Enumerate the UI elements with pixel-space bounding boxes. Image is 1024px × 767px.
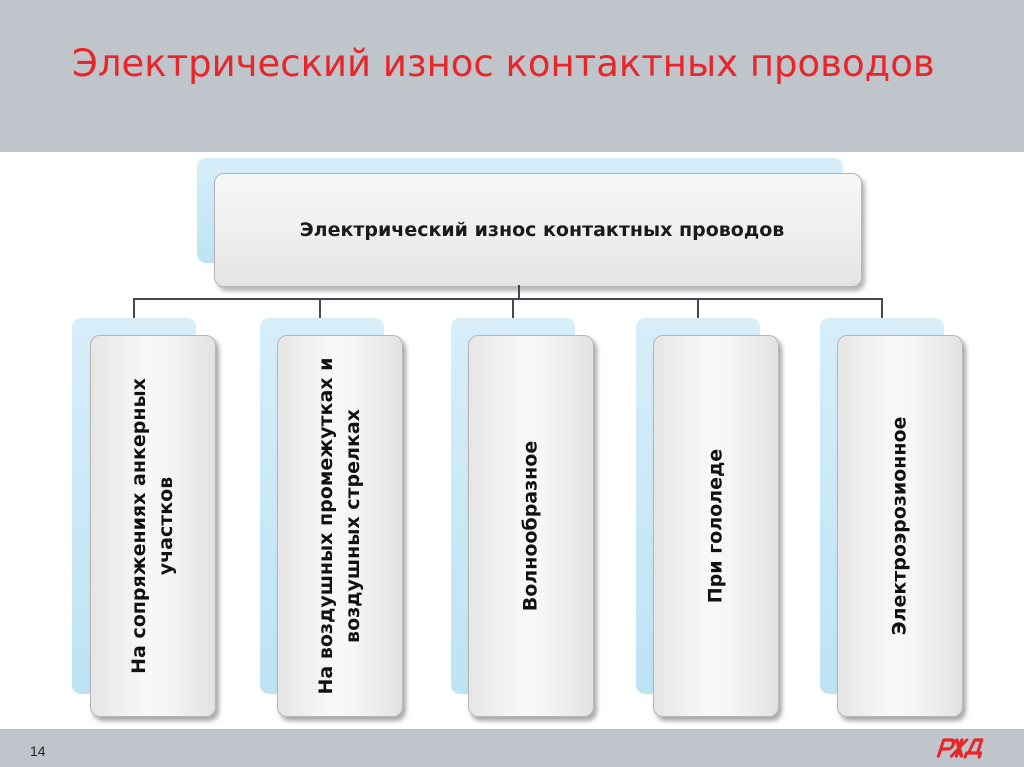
rzd-logo-icon	[936, 738, 984, 759]
connector-4	[697, 298, 699, 318]
child-node-label: На сопряжениях анкерных участков	[128, 378, 177, 674]
branch-line	[133, 298, 883, 300]
page-number: 14	[30, 743, 46, 759]
root-connector	[518, 285, 520, 299]
child-node-air-gaps: На воздушных промежутках и воздушных стр…	[277, 335, 403, 717]
root-node-label: Электрический износ контактных проводов	[299, 218, 785, 241]
slide-title: Электрический износ контактных проводов	[72, 42, 935, 85]
child-node-label: При гололеде	[704, 448, 727, 604]
child-node-anchor-junctions: На сопряжениях анкерных участков	[90, 335, 216, 717]
connector-2	[319, 298, 321, 318]
header-band	[0, 0, 1024, 152]
child-node-wave: Волнообразное	[468, 335, 594, 717]
footer-band	[0, 729, 1024, 767]
child-node-label: На воздушных промежутках и воздушных стр…	[315, 357, 364, 695]
child-node-label: Волнообразное	[519, 440, 542, 612]
root-node: Электрический износ контактных проводов	[214, 173, 862, 287]
child-node-ice: При гололеде	[653, 335, 779, 717]
child-node-label: Электроэрозионное	[888, 416, 911, 636]
connector-5	[881, 298, 883, 318]
connector-1	[133, 298, 135, 318]
connector-3	[512, 298, 514, 318]
child-node-electroerosion: Электроэрозионное	[837, 335, 963, 717]
